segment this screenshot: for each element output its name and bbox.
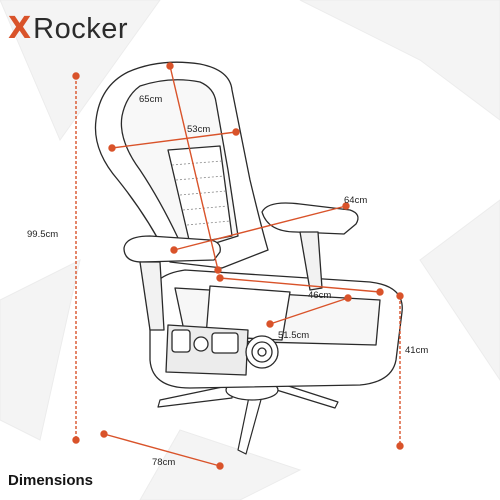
brand-x-mark: X <box>8 11 32 46</box>
label-armrest-width: 64cm <box>344 195 368 206</box>
chair-backrest <box>94 61 269 269</box>
measurement-lines <box>72 62 404 470</box>
label-seat-width: 46cm <box>308 290 332 301</box>
label-backrest-width: 53cm <box>187 124 211 135</box>
label-backrest-height: 65cm <box>139 94 163 105</box>
label-overall-height: 99.5cm <box>27 229 59 240</box>
caption-dimensions: Dimensions <box>8 472 94 489</box>
label-base-width: 78cm <box>152 457 176 468</box>
chair-seat <box>149 269 403 389</box>
label-seat-depth: 51.5cm <box>278 330 310 341</box>
brand-wordmark: Rocker <box>33 13 128 45</box>
chair-armrests <box>123 202 359 331</box>
brand-logo: X Rocker <box>8 11 128 46</box>
label-seat-height: 41cm <box>405 345 429 356</box>
chair-base <box>157 359 339 455</box>
